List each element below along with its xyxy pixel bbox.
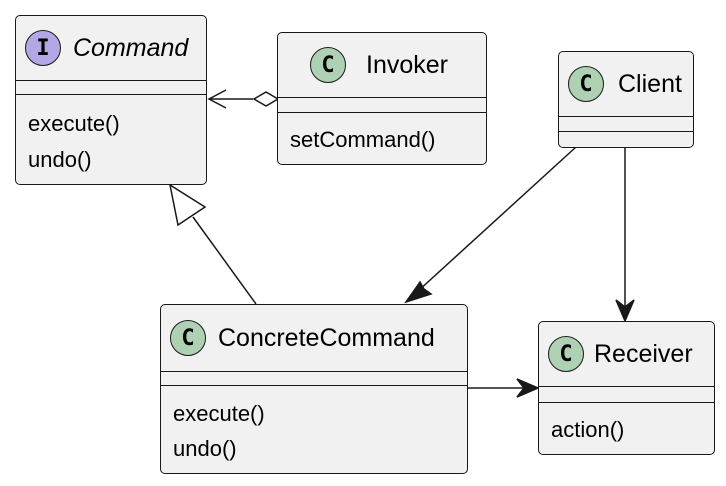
relation-concretecommand-receiver	[468, 378, 540, 398]
method-action: action()	[551, 417, 625, 442]
class-header: C Invoker	[278, 33, 486, 97]
divider	[16, 94, 206, 95]
method-execute: execute()	[28, 111, 120, 136]
divider	[161, 371, 467, 372]
divider	[16, 80, 206, 81]
method-undo: undo()	[173, 436, 237, 461]
divider	[539, 402, 714, 403]
arrowhead-icon	[516, 378, 540, 398]
method-setcommand: setCommand()	[290, 127, 436, 152]
arrowhead-icon	[207, 89, 227, 109]
divider	[559, 116, 693, 117]
divider	[161, 385, 467, 386]
arrowhead-icon	[404, 280, 433, 304]
relation-client-receiver	[615, 147, 635, 323]
class-name: Command	[73, 33, 189, 62]
class-receiver: C Receiver action()	[538, 321, 715, 455]
class-badge-icon: C	[548, 336, 584, 372]
method-execute: execute()	[173, 401, 265, 426]
class-badge-icon: C	[568, 66, 604, 102]
class-badge-icon: C	[170, 320, 206, 356]
class-name: Client	[618, 69, 682, 98]
relation-client-concretecommand	[404, 146, 577, 304]
relation-concrete-realizes-command	[168, 183, 257, 305]
class-client: C Client	[558, 51, 694, 148]
divider	[539, 386, 714, 387]
class-header: I Command	[16, 16, 206, 80]
divider	[559, 131, 693, 132]
relation-invoker-command	[207, 89, 280, 109]
method-undo: undo()	[28, 147, 92, 172]
class-concrete-command: C ConcreteCommand execute() undo()	[160, 304, 468, 474]
class-invoker: C Invoker setCommand()	[277, 32, 487, 165]
class-header: C Client	[559, 52, 693, 116]
divider	[278, 112, 486, 113]
arrowhead-icon	[615, 299, 635, 323]
divider	[278, 97, 486, 98]
class-command: I Command execute() undo()	[15, 15, 207, 185]
interface-badge-icon: I	[25, 30, 61, 66]
class-badge-icon: C	[310, 47, 346, 83]
realization-triangle-icon	[168, 183, 207, 227]
class-header: C ConcreteCommand	[161, 305, 467, 371]
aggregation-diamond-icon	[252, 91, 280, 107]
class-name: Receiver	[594, 339, 693, 368]
class-name: ConcreteCommand	[218, 323, 435, 352]
class-name: Invoker	[366, 50, 448, 79]
class-header: C Receiver	[539, 322, 714, 386]
